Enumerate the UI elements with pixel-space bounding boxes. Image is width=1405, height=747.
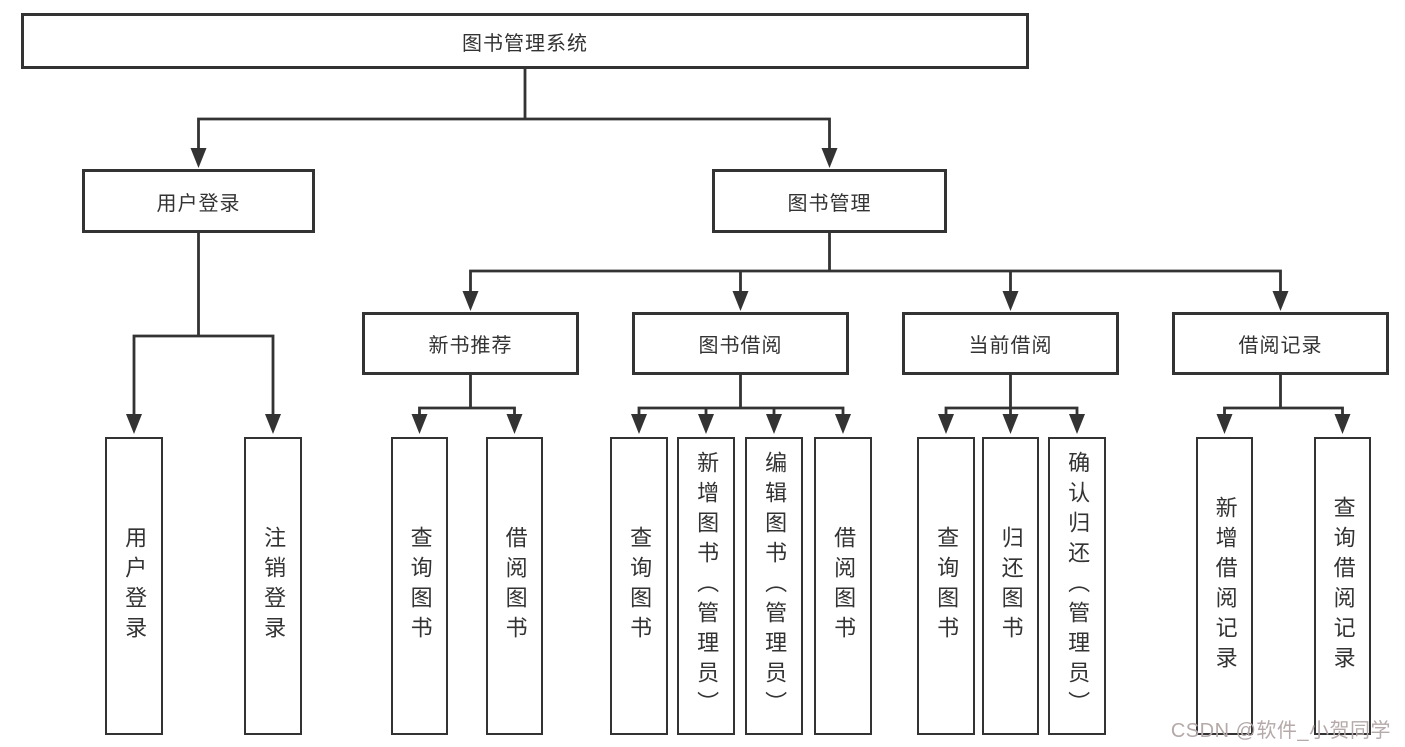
leaf-recommend-query-books-label: 查询图书 [407,526,433,646]
arrowhead [265,414,281,434]
connector-new-book [418,375,516,418]
connector-current-borrow [944,375,1079,418]
leaf-borrow-books-label: 借阅图书 [831,526,857,646]
leaf-borrow-books: 借阅图书 [814,437,872,735]
node-borrowing-records: 借阅记录 [1172,312,1389,375]
connector-book-management [469,233,1282,295]
leaf-query-borrow-record-label: 查询借阅记录 [1330,496,1356,676]
node-new-book-recommend-label: 新书推荐 [428,335,513,357]
arrowhead [938,414,954,434]
arrowhead [1272,291,1289,311]
leaf-confirm-return-admin-label: 确认归还（管理员） [1065,451,1091,721]
leaf-edit-books-admin: 编辑图书（管理员） [745,437,803,735]
arrowhead [1002,291,1019,311]
arrowhead [1216,414,1233,434]
arrowhead [821,148,838,168]
node-borrowing-records-label: 借阅记录 [1238,335,1323,357]
arrowhead [732,291,749,311]
leaf-edit-books-admin-label: 编辑图书（管理员） [762,451,788,721]
leaf-user-login: 用户登录 [105,437,163,735]
node-book-borrowing-label: 图书借阅 [698,335,783,357]
arrowhead [462,291,479,311]
node-book-management-label: 图书管理 [787,192,872,215]
arrowhead [1069,414,1085,434]
leaf-recommend-borrow-books-label: 借阅图书 [502,526,528,646]
leaf-recommend-query-books: 查询图书 [391,437,448,735]
connector-root [197,69,831,152]
node-current-borrowing: 当前借阅 [902,312,1119,375]
leaf-current-query-books-label: 查询图书 [934,526,960,646]
leaf-recommend-borrow-books: 借阅图书 [486,437,543,735]
node-book-borrowing: 图书借阅 [632,312,849,375]
leaf-return-books-label: 归还图书 [998,526,1024,646]
arrowhead [698,414,714,434]
arrowhead [631,414,647,434]
arrowhead [1334,414,1351,434]
connector-borrow-records [1223,375,1344,418]
arrowhead [835,414,851,434]
node-root-label: 图书管理系统 [462,32,588,55]
arrowhead [506,414,523,434]
arrowhead [411,414,428,434]
leaf-user-login-label: 用户登录 [122,526,148,646]
arrowhead [126,414,142,434]
leaf-add-borrow-record-label: 新增借阅记录 [1212,496,1238,676]
node-current-borrowing-label: 当前借阅 [968,335,1053,357]
node-root-system: 图书管理系统 [21,13,1029,69]
leaf-add-borrow-record: 新增借阅记录 [1196,437,1253,735]
leaf-borrowing-query-books-label: 查询图书 [627,526,653,646]
node-new-book-recommend: 新书推荐 [362,312,579,375]
connector-user-login [132,233,275,418]
arrowhead [1002,414,1019,434]
node-user-login-label: 用户登录 [156,192,241,215]
node-book-management: 图书管理 [712,169,947,233]
leaf-current-query-books: 查询图书 [917,437,975,735]
arrowhead [766,414,782,434]
leaf-query-borrow-record: 查询借阅记录 [1314,437,1371,735]
arrowhead [190,148,207,168]
leaf-logout-label: 注销登录 [261,526,287,646]
leaf-borrowing-query-books: 查询图书 [610,437,668,735]
csdn-watermark: CSDN @软件_小贺同学 [1170,720,1391,742]
leaf-confirm-return-admin: 确认归还（管理员） [1048,437,1106,735]
node-user-login: 用户登录 [82,169,315,233]
leaf-return-books: 归还图书 [982,437,1039,735]
connector-book-borrow [637,375,845,418]
leaf-add-books-admin-label: 新增图书（管理员） [694,451,720,721]
leaf-logout: 注销登录 [244,437,302,735]
leaf-add-books-admin: 新增图书（管理员） [677,437,735,735]
